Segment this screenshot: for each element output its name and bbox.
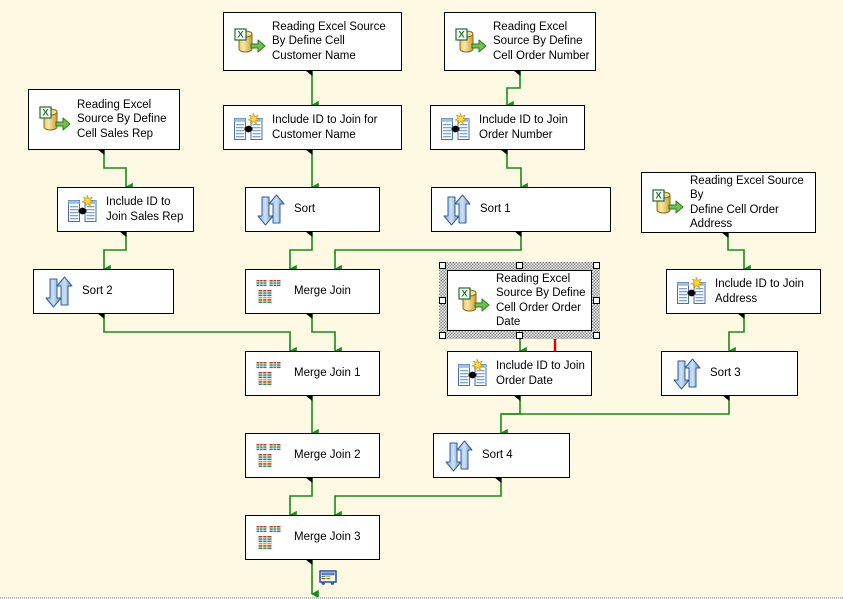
svg-text:X: X: [655, 190, 662, 201]
node-label: Merge Join 2: [294, 449, 361, 462]
lookup-icon: [68, 194, 97, 222]
excel-source-icon: X: [652, 188, 684, 213]
canvas-bottom-rule: [0, 597, 843, 599]
lookup-icon: [439, 112, 473, 144]
excel-source-icon: X: [234, 27, 266, 52]
excel-source-icon: X: [455, 27, 487, 52]
dataflow-node-src-order-order-date[interactable]: X Reading Excel Source By Define Cell Or…: [447, 270, 592, 331]
merge-join-icon: [256, 525, 281, 549]
node-label: Reading Excel Source By Define Cell Sale…: [77, 98, 167, 140]
node-label: Include ID to Join Order Date: [496, 360, 585, 387]
resize-handle-w[interactable]: [439, 297, 446, 304]
dataflow-node-lookup-order-date[interactable]: Include ID to Join Order Date: [447, 351, 592, 396]
dataflow-node-lookup-order-number[interactable]: Include ID to Join Order Number: [430, 105, 585, 150]
lookup-icon: [66, 194, 100, 226]
resize-handle-sw[interactable]: [439, 332, 446, 339]
dataflow-node-src-order-number[interactable]: X Reading Excel Source By Define Cell Or…: [444, 12, 596, 71]
sort-icon: [45, 276, 73, 307]
merge-join-icon: [256, 361, 281, 385]
sort-icon: [670, 358, 704, 390]
node-label: Merge Join 3: [294, 531, 361, 544]
node-label: Sort: [294, 203, 316, 216]
excel-source-icon: X: [232, 26, 266, 58]
merge-join-icon: [254, 522, 288, 554]
lookup-icon: [677, 276, 706, 304]
resize-handle-s[interactable]: [516, 332, 523, 339]
resize-handle-e[interactable]: [593, 297, 600, 304]
dataflow-node-src-customer-name[interactable]: X Reading Excel Source By Define Cell Cu…: [223, 12, 402, 71]
node-label: Include ID to Join Order Number: [479, 114, 568, 141]
sort-icon: [254, 194, 288, 226]
data-viewer-icon[interactable]: [319, 570, 337, 585]
node-label: Reading Excel Source By Define Cell Orde…: [690, 174, 804, 231]
dataflow-node-merge-join[interactable]: Merge Join: [245, 269, 380, 314]
excel-source-icon: X: [456, 285, 490, 317]
excel-source-icon: X: [458, 286, 490, 311]
merge-join-icon: [254, 440, 288, 472]
node-label: Sort 3: [710, 367, 741, 380]
dataflow-node-sort[interactable]: Sort: [245, 187, 380, 232]
merge-join-icon: [254, 276, 288, 308]
resize-handle-ne[interactable]: [593, 262, 600, 269]
dataflow-node-merge-join-1[interactable]: Merge Join 1: [245, 351, 380, 396]
dataflow-node-merge-join-3[interactable]: Merge Join 3: [245, 515, 380, 560]
lookup-icon: [675, 276, 709, 308]
lookup-icon: [458, 358, 487, 386]
merge-join-icon: [256, 279, 281, 303]
merge-join-icon: [256, 443, 281, 467]
node-label: Include ID to Join for Customer Name: [272, 114, 378, 141]
merge-join-icon: [254, 358, 288, 390]
svg-text:X: X: [458, 29, 465, 40]
dataflow-node-src-sales-rep[interactable]: X Reading Excel Source By Define Cell Sa…: [28, 89, 180, 150]
node-label: Merge Join: [294, 285, 351, 298]
dataflow-node-lookup-customer-name[interactable]: Include ID to Join for Customer Name: [223, 105, 402, 150]
lookup-icon: [232, 112, 266, 144]
dataflow-node-sort-3[interactable]: Sort 3: [661, 351, 798, 396]
excel-source-icon: X: [650, 187, 684, 219]
node-label: Sort 1: [480, 203, 511, 216]
node-label: Include ID to Join Address: [715, 278, 804, 305]
dataflow-node-merge-join-2[interactable]: Merge Join 2: [245, 433, 380, 478]
svg-text:X: X: [237, 29, 244, 40]
sort-icon: [440, 194, 474, 226]
resize-handle-n[interactable]: [516, 262, 523, 269]
node-label: Reading Excel Source By Define Cell Cust…: [272, 20, 386, 62]
node-label: Sort 2: [82, 285, 113, 298]
svg-text:X: X: [461, 288, 468, 299]
resize-handle-nw[interactable]: [439, 262, 446, 269]
sort-icon: [42, 276, 76, 308]
excel-source-icon: X: [453, 26, 487, 58]
lookup-icon: [456, 358, 490, 390]
node-label: Reading Excel Source By Define Cell Orde…: [496, 272, 586, 329]
sort-icon: [257, 194, 285, 225]
node-label: Reading Excel Source By Define Cell Orde…: [493, 20, 590, 62]
node-label: Sort 4: [482, 449, 513, 462]
lookup-icon: [441, 112, 470, 140]
excel-source-icon: X: [37, 104, 71, 136]
sort-icon: [442, 440, 476, 472]
dataflow-node-sort-1[interactable]: Sort 1: [431, 187, 611, 232]
dataflow-node-lookup-address[interactable]: Include ID to Join Address: [666, 269, 821, 314]
node-label: Include ID to Join Sales Rep: [106, 196, 184, 223]
sort-icon: [673, 358, 701, 389]
dataflow-node-sort-2[interactable]: Sort 2: [33, 269, 174, 314]
sort-icon: [445, 440, 473, 471]
node-label: Merge Join 1: [294, 367, 361, 380]
lookup-icon: [234, 112, 263, 140]
excel-source-icon: X: [39, 105, 71, 130]
svg-text:X: X: [42, 107, 49, 118]
dataflow-node-lookup-sales-rep[interactable]: Include ID to Join Sales Rep: [57, 187, 194, 232]
sort-icon: [443, 194, 471, 225]
dataflow-node-sort-4[interactable]: Sort 4: [433, 433, 570, 478]
resize-handle-se[interactable]: [593, 332, 600, 339]
dataflow-node-src-order-address[interactable]: X Reading Excel Source By Define Cell Or…: [641, 172, 816, 233]
